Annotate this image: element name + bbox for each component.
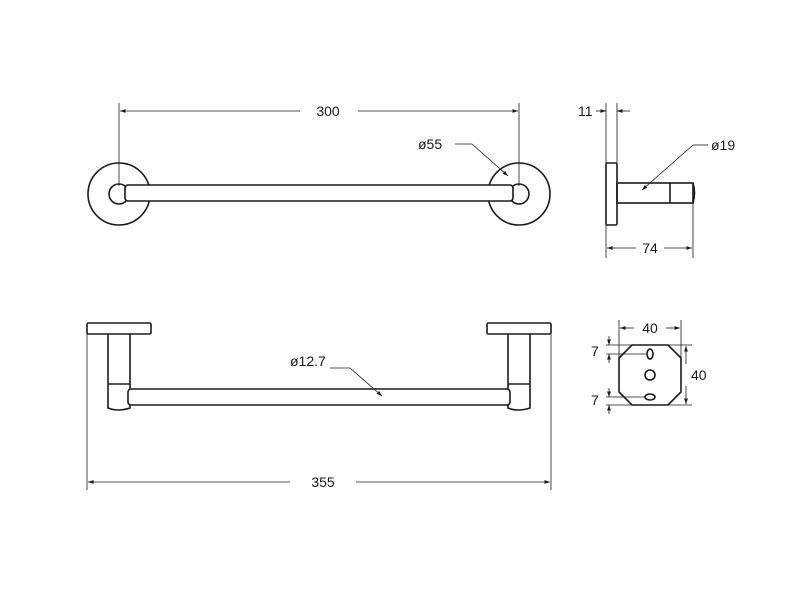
side-post — [616, 182, 694, 204]
side-wall-plate — [605, 162, 618, 226]
towel-bar-top — [124, 184, 514, 202]
dimension-label-post-diameter: ø19 — [711, 137, 735, 153]
dimension-label-300: 300 — [316, 103, 340, 119]
dimension-label-flange-diameter: ø55 — [418, 136, 442, 152]
top-mounting-hole — [646, 348, 654, 360]
elevation-view: ø12.7 355 — [86, 322, 552, 490]
dimension-label-overall-length: 355 — [311, 474, 335, 490]
dimension-label-projection: 74 — [642, 240, 658, 256]
dimension-label-plate-height: 40 — [691, 367, 707, 383]
bottom-mounting-hole — [644, 393, 656, 401]
center-hole — [644, 369, 656, 381]
dimension-label-plate-width: 40 — [642, 320, 658, 336]
left-wall-plate — [86, 322, 152, 335]
side-view: 11 ø19 74 — [578, 103, 735, 258]
front-view: 300 ø55 — [87, 103, 551, 226]
right-post — [507, 334, 531, 411]
dimension-label-hole-offset-bottom: 7 — [591, 392, 599, 408]
dimension-label-hole-offset-top: 7 — [591, 343, 599, 359]
towel-bar — [127, 388, 511, 406]
plate-detail-view: 40 40 7 7 — [591, 320, 707, 414]
dimension-label-bar-diameter: ø12.7 — [290, 353, 326, 369]
dimension-label-plate-thickness: 11 — [578, 103, 593, 119]
left-post — [107, 334, 131, 411]
right-wall-plate — [486, 322, 552, 335]
